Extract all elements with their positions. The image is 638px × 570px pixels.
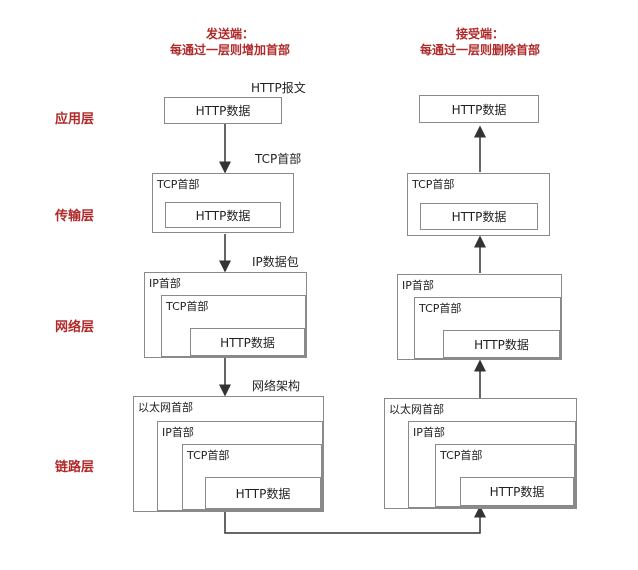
- receiver-network-tcp-header: TCP首部: [419, 302, 462, 315]
- annotation-frame: 网络架构: [252, 379, 301, 393]
- sender-title: 发送端：: [205, 27, 254, 41]
- receiver-subtitle: 每通过一层则删除首部: [419, 43, 540, 57]
- sender-transport-http-data: HTTP数据: [165, 202, 281, 228]
- sender-network-packet: IP首部 TCP首部 HTTP数据: [144, 272, 307, 358]
- receiver-title: 接受端：: [455, 27, 504, 41]
- sender-network-http-data: HTTP数据: [190, 328, 305, 356]
- arrow-link-transfer: [224, 505, 486, 534]
- receiver-link-frame: 以太网首部 IP首部 TCP首部 HTTP数据: [384, 398, 577, 509]
- sender-link-tcp-header: TCP首部: [187, 449, 230, 462]
- sender-link-frame: 以太网首部 IP首部 TCP首部 HTTP数据: [133, 396, 324, 512]
- receiver-transport-tcp-header: TCP首部: [412, 178, 455, 191]
- sender-link-http-data: HTTP数据: [205, 477, 321, 509]
- sender-app-http-data: HTTP数据: [164, 97, 282, 124]
- sender-transport-tcp-header: TCP首部: [157, 178, 200, 191]
- annotation-http-message: HTTP报文: [251, 81, 306, 95]
- receiver-transport-segment: TCP首部 HTTP数据: [407, 173, 550, 236]
- receiver-app-http-data: HTTP数据: [419, 95, 539, 123]
- receiver-network-packet: IP首部 TCP首部 HTTP数据: [397, 274, 562, 360]
- layer-label-network: 网络层: [55, 320, 95, 335]
- receiver-network-ip-header: IP首部: [402, 279, 434, 292]
- receiver-network-http-data: HTTP数据: [443, 330, 560, 358]
- sender-subtitle: 每通过一层则增加首部: [169, 43, 290, 57]
- sender-heading: 发送端： 每通过一层则增加首部: [130, 26, 330, 58]
- layer-label-link: 链路层: [55, 460, 95, 475]
- receiver-link-ip-header: IP首部: [413, 426, 445, 439]
- sender-transport-segment: TCP首部 HTTP数据: [152, 173, 294, 233]
- receiver-network-tcp-segment: TCP首部 HTTP数据: [414, 297, 561, 359]
- sender-network-tcp-segment: TCP首部 HTTP数据: [161, 295, 306, 357]
- annotation-ip-packet: IP数据包: [252, 255, 299, 269]
- sender-link-ip-packet: IP首部 TCP首部 HTTP数据: [157, 421, 323, 511]
- receiver-link-tcp-segment: TCP首部 HTTP数据: [435, 444, 575, 507]
- receiver-link-http-data: HTTP数据: [460, 477, 574, 506]
- receiver-link-ip-packet: IP首部 TCP首部 HTTP数据: [408, 421, 576, 508]
- sender-network-tcp-header: TCP首部: [166, 300, 209, 313]
- sender-network-ip-header: IP首部: [149, 277, 181, 290]
- sender-link-ether-header: 以太网首部: [138, 401, 193, 414]
- receiver-heading: 接受端： 每通过一层则删除首部: [380, 26, 580, 58]
- layer-label-app: 应用层: [55, 112, 95, 127]
- layer-label-transport: 传输层: [55, 209, 95, 224]
- sender-link-tcp-segment: TCP首部 HTTP数据: [182, 444, 322, 510]
- sender-link-ip-header: IP首部: [162, 426, 194, 439]
- annotation-tcp-header: TCP首部: [255, 152, 302, 166]
- receiver-link-tcp-header: TCP首部: [440, 449, 483, 462]
- receiver-transport-http-data: HTTP数据: [420, 203, 538, 230]
- receiver-link-ether-header: 以太网首部: [389, 403, 444, 416]
